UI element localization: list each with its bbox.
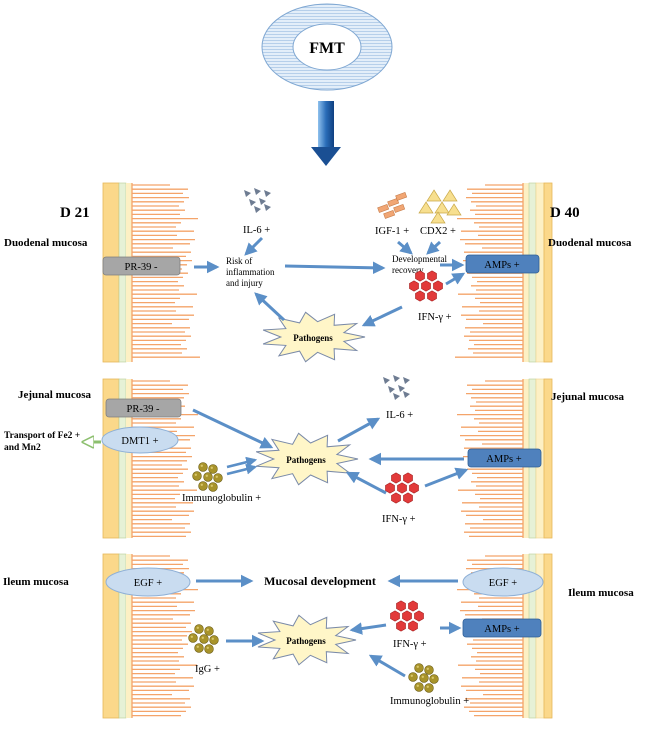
il6-icon <box>244 188 271 213</box>
arrow-igf1-to-recovery <box>397 240 413 255</box>
arrow-ifn-to-amps <box>424 467 469 488</box>
pr39-label: PR-39 - <box>125 262 158 273</box>
amps-label: AMPs + <box>484 624 519 635</box>
pathogens-burst <box>262 311 366 363</box>
egf-oval-right <box>462 567 544 597</box>
fmt-down-arrow <box>311 101 341 166</box>
arrow-immunoglobulin-double-1 <box>226 456 258 469</box>
developmental-text-1: Developmental <box>392 254 447 264</box>
igg-icon <box>188 624 219 654</box>
il6-icon <box>383 375 410 400</box>
arrow-risk-to-recovery <box>284 261 386 275</box>
cdx2-label: CDX2 + <box>420 226 456 237</box>
developmental-text-2: recovery <box>392 265 424 275</box>
pathogens-burst <box>257 614 357 666</box>
pathogens-burst <box>255 432 359 486</box>
arrow-pathogens-to-il6 <box>337 417 381 443</box>
pathogens-label: Pathogens <box>286 455 326 465</box>
arrow-cdx2-to-recovery <box>426 240 442 255</box>
duodenum-section: Duodenal mucosa Duodenal mucosa PR-39 - … <box>4 188 632 363</box>
arrow-il6-to-risk <box>244 236 264 256</box>
il6-label: IL-6 + <box>243 225 270 236</box>
igf1-label: IGF-1 + <box>375 226 409 237</box>
jejunal-label-right: Jejunal mucosa <box>551 391 625 403</box>
arrow-ifn-to-pathogens <box>349 622 387 635</box>
amps-box <box>467 448 542 468</box>
mucosa-tissue-left <box>102 553 198 719</box>
risk-text-3: and injury <box>226 278 263 288</box>
egf-label-right: EGF + <box>489 578 517 589</box>
amps-box <box>465 254 540 274</box>
immunoglobulin-label: Immunoglobulin + <box>390 696 469 707</box>
immunoglobulin-icon <box>192 462 223 492</box>
duodenal-label-left: Duodenal mucosa <box>4 237 88 249</box>
ifn-gamma-icon <box>409 270 443 302</box>
ifn-gamma-icon <box>385 472 419 504</box>
jejunal-label-left: Jejunal mucosa <box>18 389 92 401</box>
amps-box <box>462 618 542 638</box>
duodenal-label-right: Duodenal mucosa <box>548 237 632 249</box>
day-label-left: D 21 <box>60 205 90 221</box>
transport-text-1: Transport of Fe2 + <box>4 431 80 441</box>
arrow-ifn-to-pathogens <box>345 471 387 495</box>
jejunum-section: Jejunal mucosa Jejunal mucosa PR-39 - DM… <box>4 375 625 525</box>
ifn-gamma-label: IFN-γ + <box>393 639 427 650</box>
risk-text-1: Risk of <box>226 256 252 266</box>
ileum-label-left: Ileum mucosa <box>3 576 69 588</box>
igf1-icon <box>377 192 408 219</box>
immunoglobulin-icon <box>408 663 439 693</box>
dmt1-oval <box>101 426 179 454</box>
pathogens-label: Pathogens <box>293 333 333 343</box>
cdx2-icon <box>418 189 462 224</box>
amps-label: AMPs + <box>486 454 521 465</box>
immunoglobulin-label: Immunoglobulin + <box>182 493 261 504</box>
pathogens-label: Pathogens <box>286 636 326 646</box>
day-label-right: D 40 <box>550 205 580 221</box>
arrow-pr39-to-pathogens <box>192 408 274 449</box>
amps-label: AMPs + <box>484 260 519 271</box>
arrow-immunoglobulin-double-2 <box>226 463 258 476</box>
egf-oval-left <box>105 567 191 597</box>
dmt1-label: DMT1 + <box>121 436 158 447</box>
fmt-donut: FMT <box>261 3 393 91</box>
ifn-gamma-icon <box>390 600 424 632</box>
ifn-gamma-label: IFN-γ + <box>418 312 452 323</box>
fmt-label: FMT <box>309 40 345 57</box>
igg-label: IgG + <box>195 664 220 675</box>
mucosal-development-label: Mucosal development <box>264 574 376 588</box>
pr39-box <box>105 398 182 418</box>
pr39-label: PR-39 - <box>127 404 160 415</box>
ifn-gamma-label: IFN-γ + <box>382 514 416 525</box>
ileum-label-right: Ileum mucosa <box>568 587 634 599</box>
transport-text-2: and Mn2 <box>4 443 41 453</box>
arrow-immunoglobulin-to-pathogens <box>368 654 406 678</box>
arrow-recovery-to-pathogens <box>361 305 403 327</box>
arrow-ifn-to-amps <box>445 272 466 286</box>
il6-label: IL-6 + <box>386 410 413 421</box>
egf-label-left: EGF + <box>134 578 162 589</box>
arrow-pathogens-to-risk <box>254 292 286 322</box>
pr39-box <box>102 256 181 276</box>
risk-text-2: inflammation <box>226 267 275 277</box>
ileum-section: Ileum mucosa Ileum mucosa EGF + EGF + Mu… <box>3 567 634 707</box>
